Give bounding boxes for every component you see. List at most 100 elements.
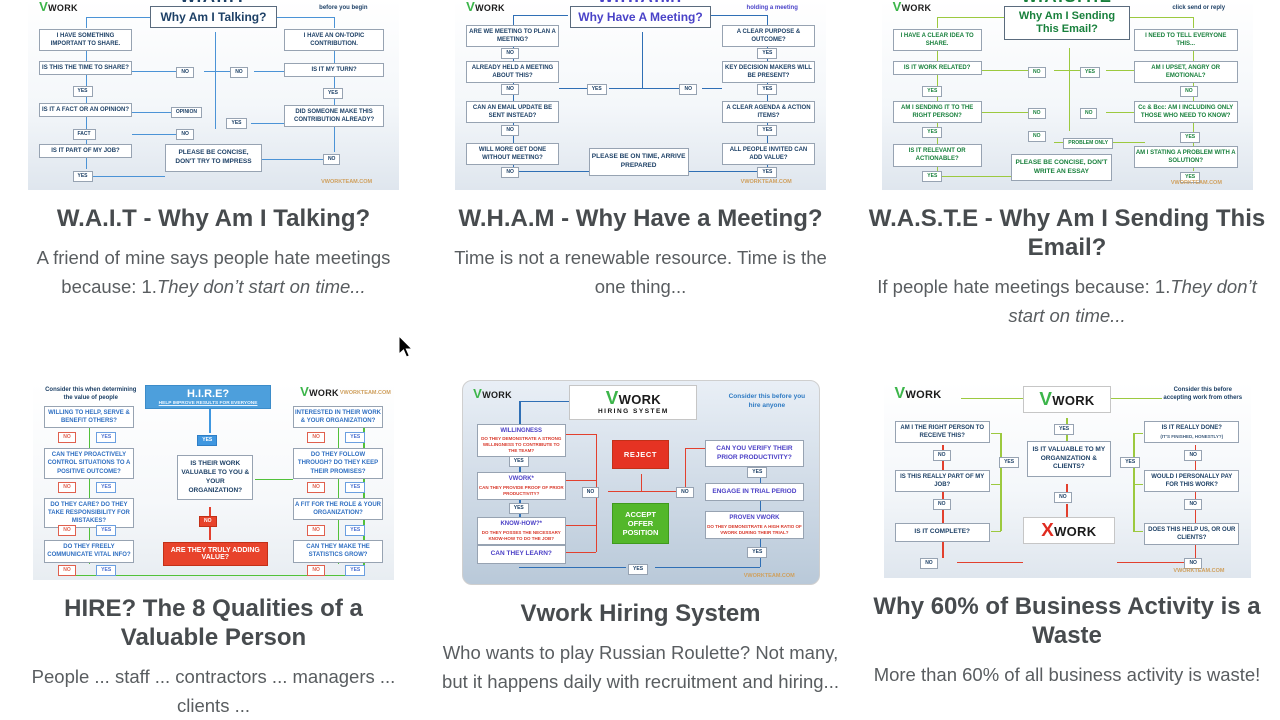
flow-node: NO [1079, 108, 1098, 120]
flow-node: NO [307, 565, 325, 577]
flow-connector-line [608, 88, 680, 90]
flow-connector-line [685, 447, 687, 491]
post-title[interactable]: W.A.S.T.E - Why Am I Sending This Email? [868, 205, 1266, 261]
vwork-logo: VWORK [39, 0, 78, 14]
flow-node: KNOW-HOW?*DO THEY POSSES THE NECESSARY K… [476, 517, 566, 545]
flow-node: NO [307, 481, 325, 493]
vwork-logo: VWORK [466, 0, 505, 14]
flow-node: NO [58, 565, 76, 577]
flow-node: ENGAGE IN TRIAL PERIOD [704, 482, 805, 502]
flow-node: ALL PEOPLE INVITED CAN ADD VALUE? [722, 142, 815, 165]
excerpt-text: Who wants to play Russian Roulette? Not … [442, 641, 839, 693]
post-title[interactable]: W.H.A.M - Why Have a Meeting? [458, 205, 823, 232]
flow-node: CAN THEY PROACTIVELY CONTROL SITUATIONS … [43, 448, 135, 479]
vwork-logo: VWORK [473, 386, 512, 402]
flow-node: YES [226, 117, 247, 129]
flow-connector-line [990, 483, 1001, 485]
post-title[interactable]: W.A.I.T - Why Am I Talking? [56, 205, 371, 232]
flow-node: IS IT RELEVANT OR ACTIONABLE? [892, 144, 982, 167]
flow-connector-line [990, 530, 1001, 532]
flow-node: NO [1184, 498, 1202, 510]
flow-connector-line [1133, 432, 1144, 434]
flow-connector-line [937, 17, 939, 29]
flow-node: YES [1180, 171, 1201, 183]
flow-connector-line [276, 17, 336, 19]
flow-node: A FIT FOR THE ROLE & YOUR ORGANIZATION? [292, 497, 384, 521]
flow-node: AM I UPSET, ANGRY OR EMOTIONAL? [1133, 60, 1238, 83]
flow-connector-line [565, 480, 596, 482]
flow-node: YES [586, 83, 607, 95]
flow-node: YES [922, 127, 943, 139]
flow-connector-line [1054, 141, 1064, 143]
flow-node: NO [1054, 491, 1072, 503]
flow-node: NO [307, 431, 325, 443]
flow-node: NO [933, 498, 951, 510]
flow-connector-line [1066, 418, 1068, 425]
flow-node: NO [933, 449, 951, 461]
flow-node: YES [96, 565, 117, 577]
flow-connector-line [938, 175, 1012, 177]
flow-connector-line [261, 158, 323, 160]
vwork-logo: VWORK [300, 383, 339, 399]
flow-node: NO [581, 486, 600, 498]
chart-caption: Consider this when determining the value… [45, 386, 137, 402]
chart-caption: click send or reply [1172, 4, 1226, 11]
flow-node: ARE WE MEETING TO PLAN A MEETING? [466, 24, 559, 47]
flow-node: YES [1054, 424, 1075, 436]
flow-node: NO [1180, 86, 1198, 98]
flow-connector-line [512, 15, 569, 17]
vwork-logo: VWORK [892, 0, 932, 14]
post-title[interactable]: Why 60% of Business Activity is a Waste [873, 593, 1261, 649]
vworkteam-footer: VWORKTEAM.COM [321, 178, 373, 185]
flow-node: IS IT REALLY DONE?(IT'S FINISHED, HONEST… [1144, 421, 1240, 443]
chart-title-box: VWORK [1022, 385, 1112, 413]
flow-connector-line [131, 133, 177, 135]
flow-connector-line [215, 32, 217, 130]
flow-node: NO [1028, 131, 1046, 143]
post-title[interactable]: HIRE? The 8 Qualities of a Valuable Pers… [64, 595, 363, 651]
vworkteam-footer: VWORKTEAM.COM [743, 572, 795, 579]
flow-node: DO THEY FREELY COMMUNICATE VITAL INFO? [43, 540, 135, 563]
flow-connector-line [766, 15, 768, 25]
flow-node: DO THEY FOLLOW THROUGH? DO THEY KEEP THE… [292, 448, 384, 479]
flow-node: I HAVE SOMETHING IMPORTANT TO SHARE. [39, 28, 132, 51]
chart-big-title: W.A.I.T [139, 0, 287, 7]
flow-connector-line [1066, 503, 1068, 518]
flow-connector-line [654, 566, 760, 568]
flow-connector-line [1000, 432, 1002, 531]
flow-node: YES [757, 125, 778, 137]
post-excerpt: More than 60% of all business activity i… [874, 660, 1261, 689]
flow-node: YES [747, 467, 768, 479]
flow-node: KEY DECISION MAKERS WILL BE PRESENT? [722, 60, 815, 83]
vworkteam-footer: VWORKTEAM.COM [740, 178, 792, 185]
flow-connector-line [956, 562, 1023, 564]
flow-node: PLEASE BE CONCISE, DON'T WRITE AN ESSAY [1011, 153, 1112, 182]
flow-node: PLEASE BE CONCISE, DON'T TRY TO IMPRESS [165, 144, 262, 172]
post-title[interactable]: Vwork Hiring System [520, 600, 761, 627]
flow-node: YES [757, 83, 778, 95]
flow-node: YES [197, 435, 218, 447]
flow-node: YES [922, 171, 943, 182]
post-excerpt: If people hate meetings because: 1.They … [864, 272, 1270, 330]
flow-node: YES [322, 88, 343, 100]
flow-node: Cc & Bcc: AM I INCLUDING ONLY THOSE WHO … [1133, 100, 1238, 123]
flow-node: YES [72, 171, 93, 182]
flow-node: NO [679, 83, 697, 95]
flow-node: YES [1079, 66, 1100, 78]
flow-node: IS IT VALUABLE TO MY ORGANIZATION & CLIE… [1026, 440, 1112, 478]
post-thumbnail-hire[interactable]: Consider this when determining the value… [33, 382, 394, 580]
chart-title-box: Why Am I Talking? [150, 5, 277, 28]
flow-connector-line [1111, 141, 1145, 143]
flow-node: YES [96, 481, 117, 493]
flow-node: YES [345, 431, 366, 443]
flow-node: YES [508, 502, 529, 514]
flow-node: I HAVE AN ON-TOPIC CONTRIBUTION. [283, 28, 385, 51]
flow-connector-line [981, 112, 1029, 114]
